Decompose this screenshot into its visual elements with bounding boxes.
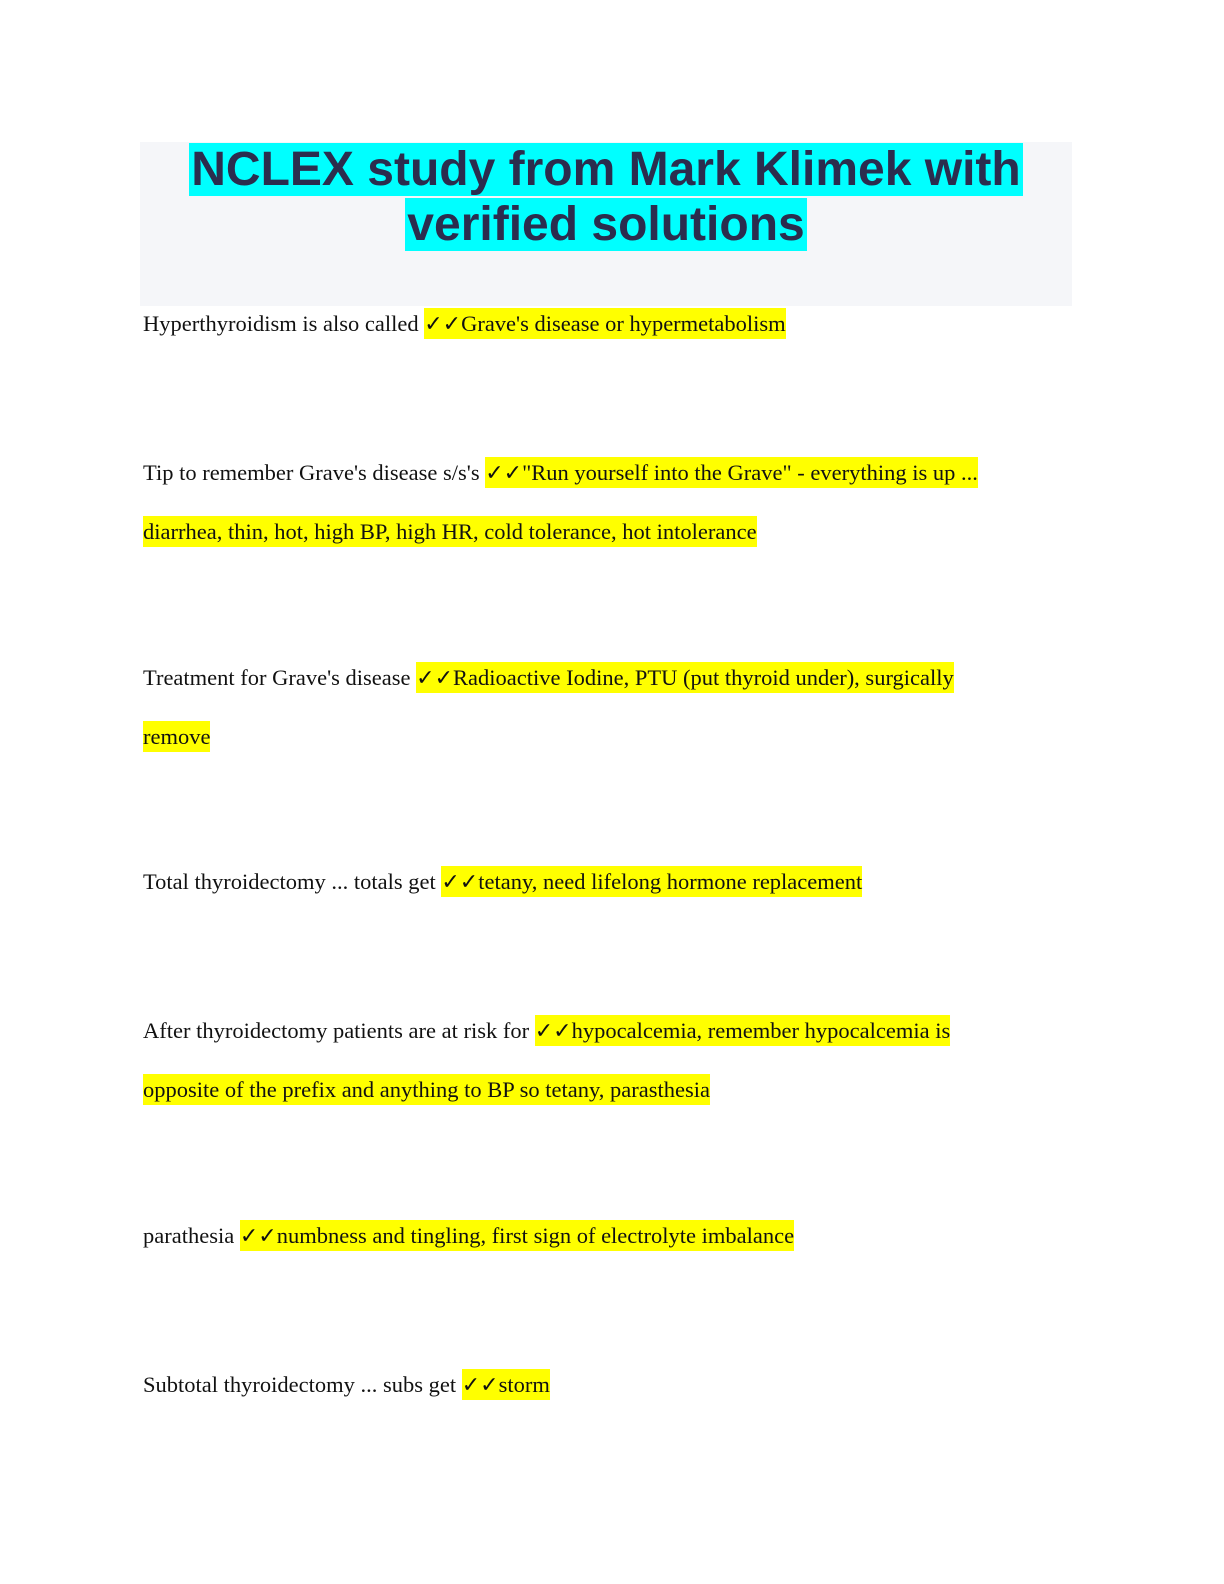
qa-entry: Total thyroidectomy ... totals get ✓✓tet… (143, 852, 1083, 911)
answer-text-continued: opposite of the prefix and anything to B… (143, 1074, 710, 1105)
answer-highlight: ✓✓Grave's disease or hypermetabolism (424, 308, 786, 339)
answer-text: Radioactive Iodine, PTU (put thyroid und… (453, 665, 954, 690)
question-text: Subtotal thyroidectomy ... subs get (143, 1372, 457, 1397)
double-check-icon: ✓✓ (485, 461, 523, 486)
qa-entry: After thyroidectomy patients are at risk… (143, 1001, 1083, 1119)
qa-entry: Tip to remember Grave's disease s/s's ✓✓… (143, 443, 1083, 561)
question-text: parathesia (143, 1223, 235, 1248)
answer-text: "Run yourself into the Grave" - everythi… (522, 460, 978, 485)
answer-text-continued: remove (143, 721, 211, 752)
double-check-icon: ✓✓ (534, 1019, 572, 1044)
question-text: Hyperthyroidism is also called (143, 311, 419, 336)
answer-highlight: ✓✓"Run yourself into the Grave" - everyt… (485, 457, 978, 488)
qa-entry: Hyperthyroidism is also called ✓✓Grave's… (143, 294, 1083, 353)
document-title: NCLEX study from Mark Klimek with verifi… (140, 142, 1072, 252)
title-line-1: NCLEX study from Mark Klimek with (189, 143, 1023, 196)
answer-highlight: ✓✓Radioactive Iodine, PTU (put thyroid u… (416, 662, 954, 693)
question-text: Tip to remember Grave's disease s/s's (143, 460, 480, 485)
question-text: After thyroidectomy patients are at risk… (143, 1018, 530, 1043)
answer-text: Grave's disease or hypermetabolism (461, 311, 786, 336)
double-check-icon: ✓✓ (416, 666, 454, 691)
answer-highlight: ✓✓tetany, need lifelong hormone replacem… (441, 866, 863, 897)
answer-text: numbness and tingling, first sign of ele… (276, 1223, 795, 1248)
qa-entry: Subtotal thyroidectomy ... subs get ✓✓st… (143, 1355, 1083, 1414)
double-check-icon: ✓✓ (239, 1224, 277, 1249)
double-check-icon: ✓✓ (424, 312, 462, 337)
qa-entry: parathesia ✓✓numbness and tingling, firs… (143, 1206, 1083, 1265)
double-check-icon: ✓✓ (441, 870, 479, 895)
answer-text-continued: diarrhea, thin, hot, high BP, high HR, c… (143, 516, 757, 547)
answer-highlight: ✓✓hypocalcemia, remember hypocalcemia is (534, 1015, 951, 1046)
answer-text: storm (498, 1372, 550, 1397)
double-check-icon: ✓✓ (461, 1373, 499, 1398)
question-text: Treatment for Grave's disease (143, 665, 411, 690)
answer-text: tetany, need lifelong hormone replacemen… (478, 869, 863, 894)
answer-highlight: ✓✓numbness and tingling, first sign of e… (239, 1220, 795, 1251)
title-line-2: verified solutions (405, 198, 807, 251)
answer-text: hypocalcemia, remember hypocalcemia is (571, 1018, 951, 1043)
answer-highlight: ✓✓storm (461, 1369, 550, 1400)
qa-entry: Treatment for Grave's disease ✓✓Radioact… (143, 648, 1083, 766)
question-text: Total thyroidectomy ... totals get (143, 869, 436, 894)
